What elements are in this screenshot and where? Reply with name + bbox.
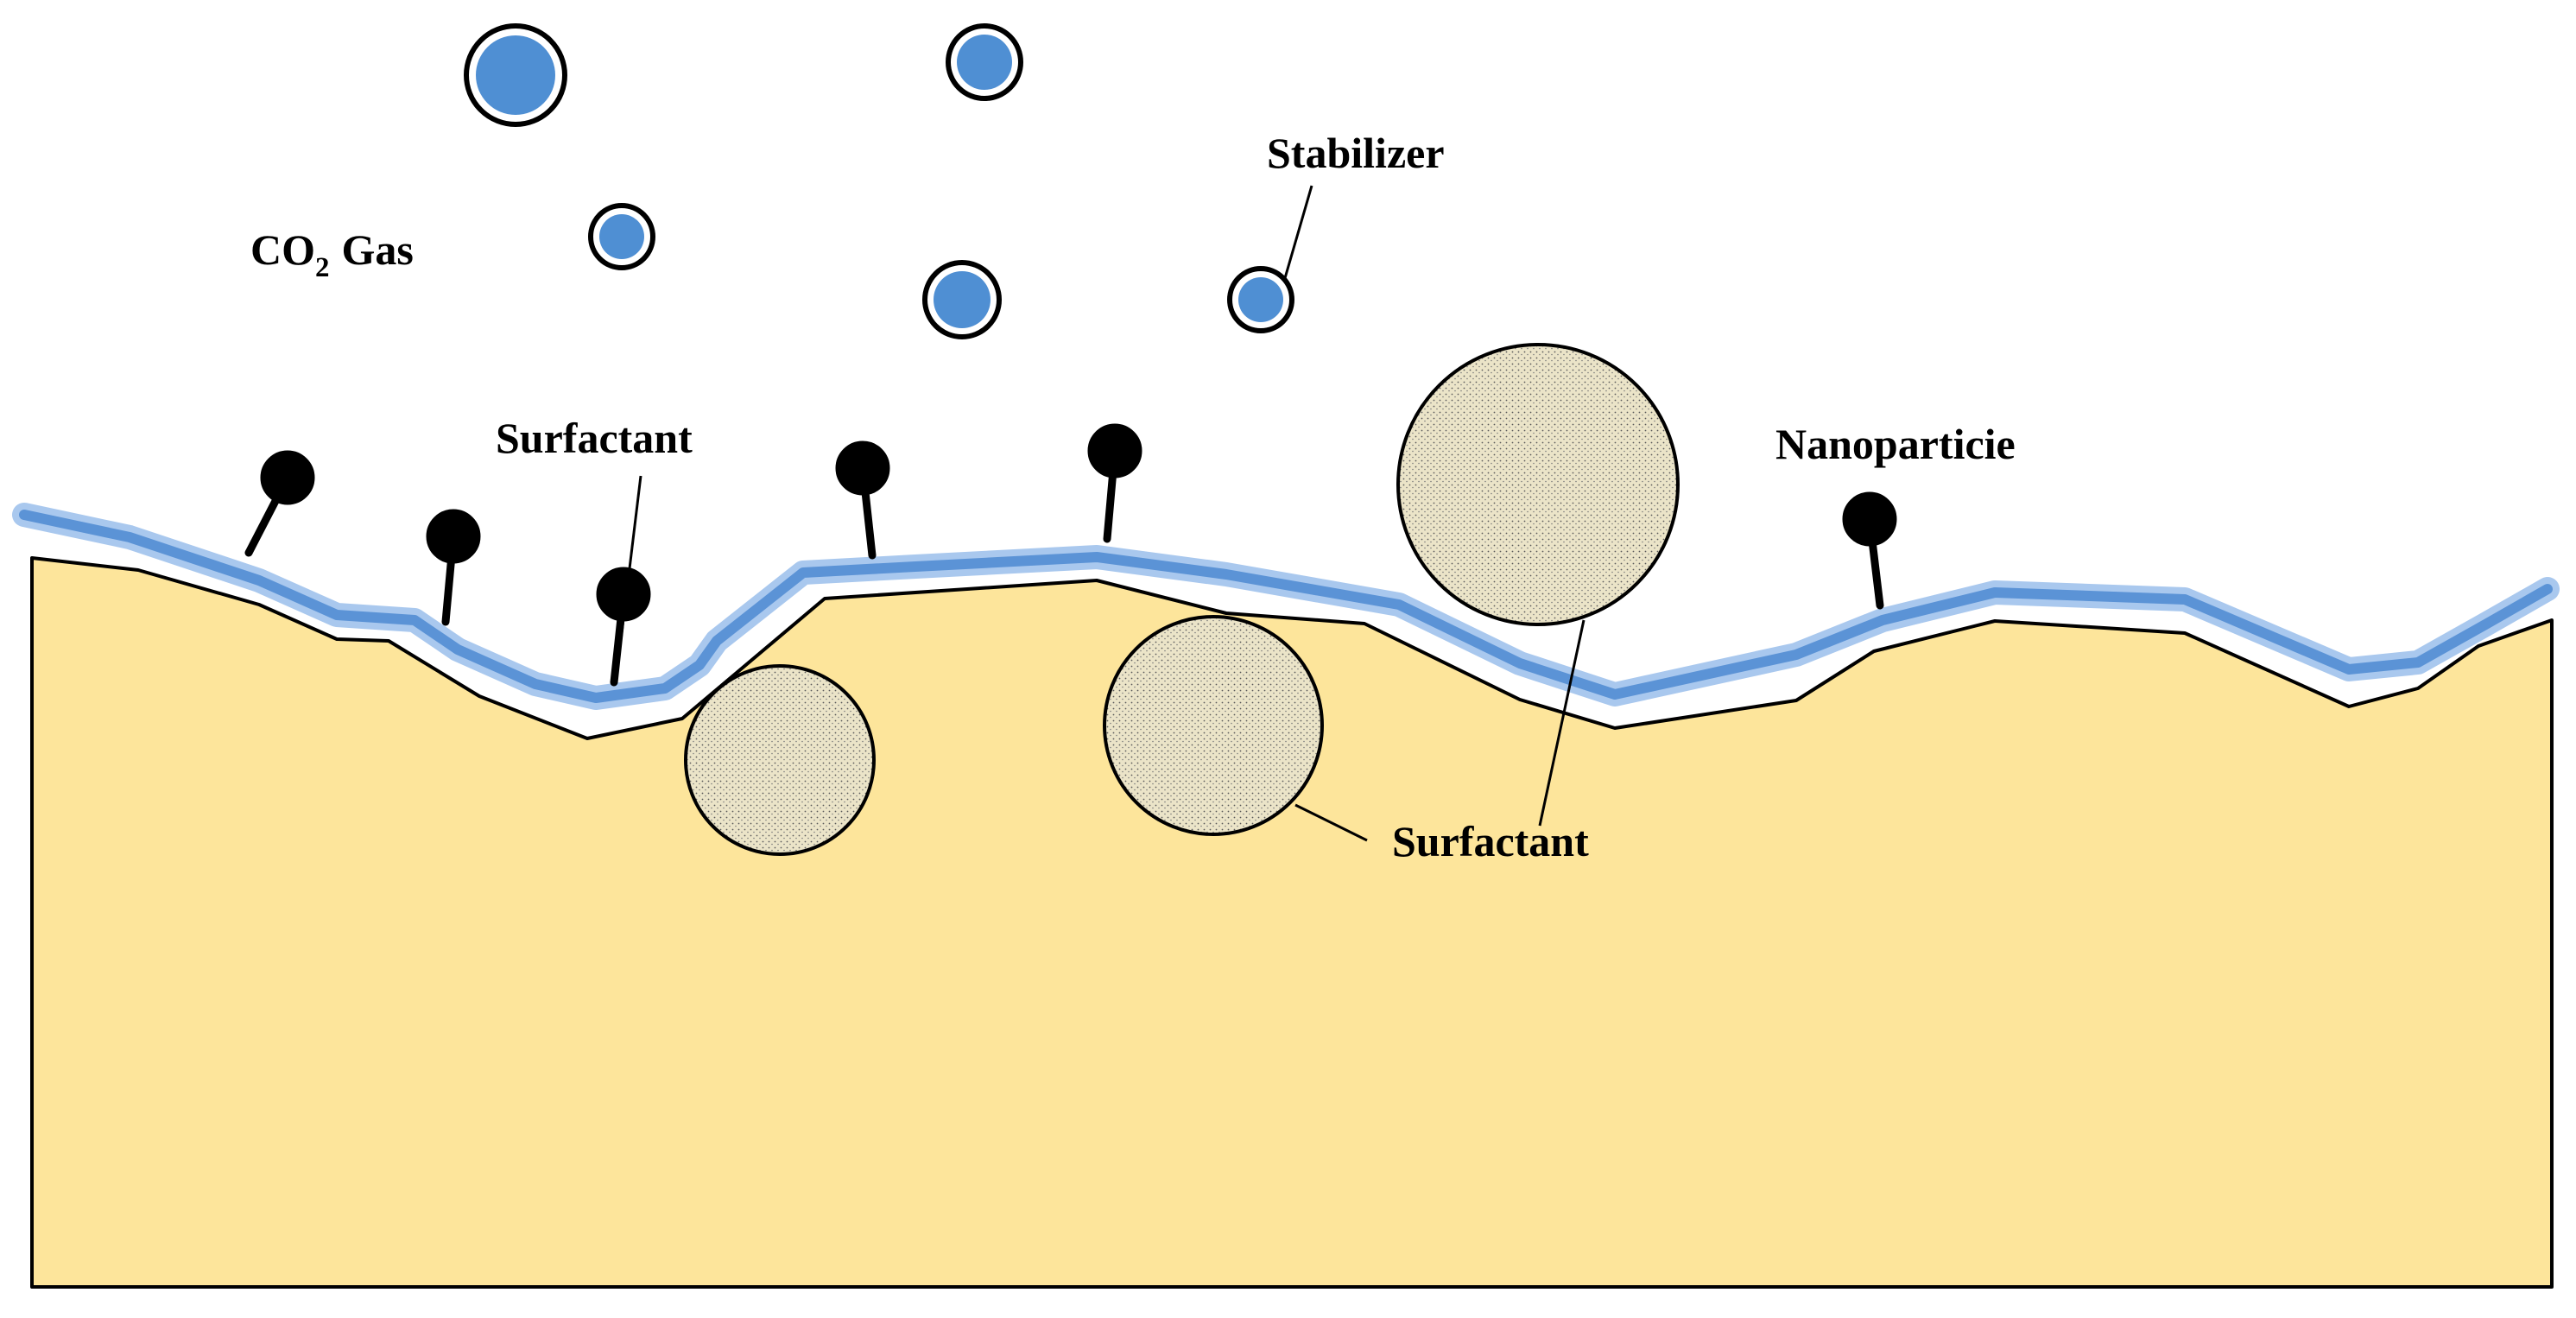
liquid-phase xyxy=(30,556,2554,1289)
surfactant-molecules xyxy=(244,423,1897,687)
nanoparticle-2 xyxy=(1103,615,1324,836)
stabilizer-leader xyxy=(1283,185,1313,279)
surfactant-top-label: Surfactant xyxy=(496,414,693,462)
surfactant-bottom-label: Surfactant xyxy=(1392,817,1589,865)
leader-lines xyxy=(615,185,1585,842)
surfactant-bottom-leader-1 xyxy=(1294,803,1368,842)
surfactant-molecule xyxy=(835,440,890,560)
nanoparticle-3 xyxy=(1396,343,1680,626)
surfactant-top-leader xyxy=(615,475,642,676)
nanoparticle-1 xyxy=(684,664,876,856)
surfactant-molecule xyxy=(244,450,315,557)
nanoparticle-label: Nanoparticie xyxy=(1775,420,2016,468)
co2-bubbles xyxy=(464,23,1294,339)
surfactant-bottom-leader-2 xyxy=(1538,619,1585,827)
surfactant-molecule xyxy=(1842,491,1897,610)
stabilizer-label: Stabilizer xyxy=(1267,129,1445,177)
surfactant-molecule xyxy=(1087,423,1142,543)
surfactant-molecule xyxy=(426,509,481,626)
gas-liquid-interface xyxy=(12,503,2560,710)
